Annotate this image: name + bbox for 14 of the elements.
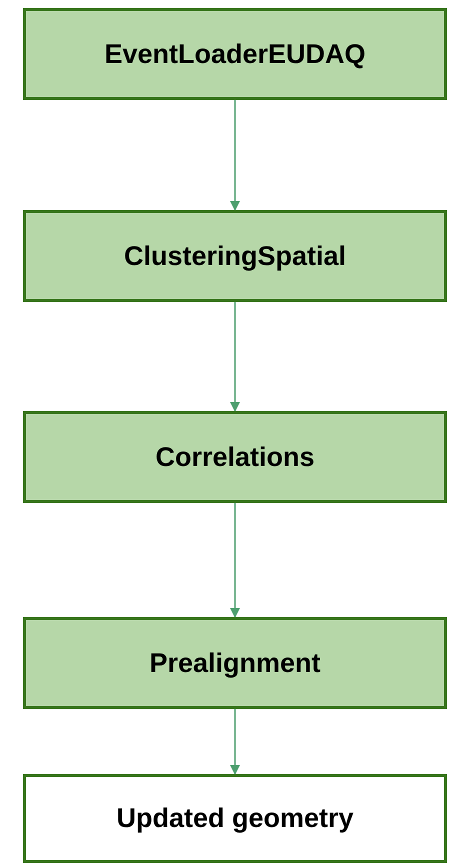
process-box — [23, 617, 447, 709]
process-box — [23, 411, 447, 503]
box-label: Correlations — [155, 440, 315, 474]
box-label: Updated geometry — [116, 802, 354, 836]
box-label: EventLoaderEUDAQ — [104, 38, 366, 71]
arrow — [230, 503, 240, 618]
arrow — [230, 709, 240, 775]
process-box — [23, 8, 447, 100]
box-label: Prealignment — [149, 646, 321, 680]
box-label: ClusteringSpatial — [124, 240, 346, 273]
arrow — [230, 100, 240, 211]
process-box — [23, 774, 447, 863]
arrow — [230, 302, 240, 412]
process-box — [23, 210, 447, 302]
